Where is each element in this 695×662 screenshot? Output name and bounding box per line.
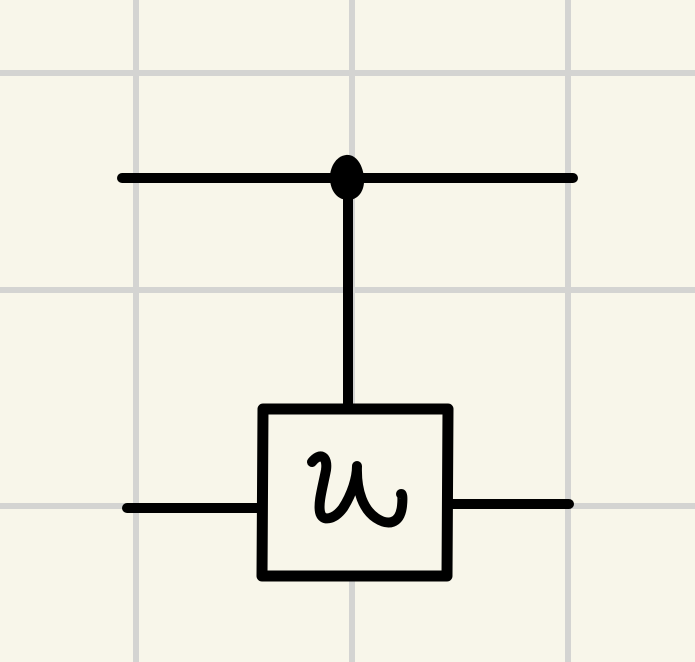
gate-label: U	[307, 451, 408, 528]
gate-label-glyph	[307, 451, 408, 528]
control-dot	[329, 154, 365, 200]
